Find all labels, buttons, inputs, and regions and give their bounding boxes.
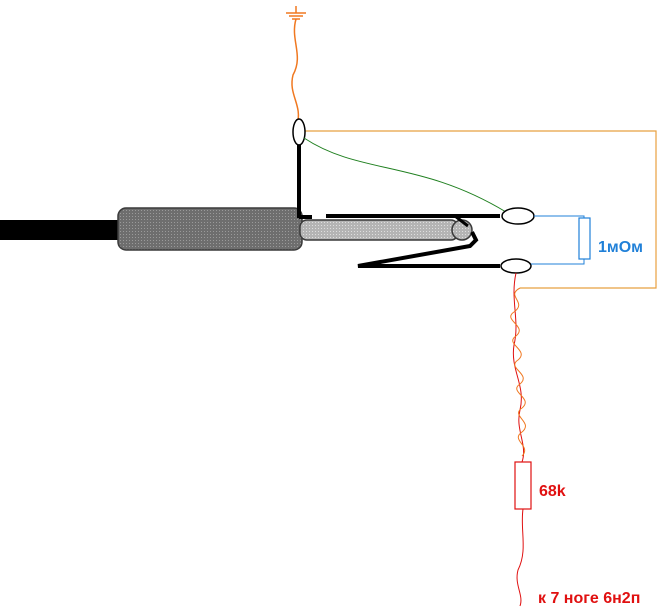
resistor-68k bbox=[514, 461, 532, 510]
cable bbox=[0, 220, 122, 240]
plug-sleeve bbox=[299, 219, 459, 241]
resistor-1mohm bbox=[531, 215, 591, 265]
ground-symbol-icon bbox=[286, 6, 306, 20]
plug-body bbox=[117, 207, 303, 251]
ground-wire bbox=[291, 18, 300, 126]
signal-wire-upper bbox=[512, 272, 525, 463]
label-destination: к 7 ноге 6н2п bbox=[538, 590, 640, 607]
lower-terminal bbox=[500, 258, 532, 274]
upper-terminal bbox=[501, 207, 535, 225]
label-1mohm: 1мОм bbox=[598, 239, 643, 256]
label-68k: 68k bbox=[539, 483, 566, 500]
green-wire bbox=[303, 137, 507, 213]
spring-contact bbox=[357, 231, 500, 268]
ground-terminal bbox=[292, 118, 306, 146]
upper-contact bbox=[454, 214, 469, 228]
shield-wire-twisted bbox=[510, 287, 526, 457]
signal-wire-lower bbox=[516, 508, 524, 607]
shield-outline-box bbox=[304, 130, 657, 289]
